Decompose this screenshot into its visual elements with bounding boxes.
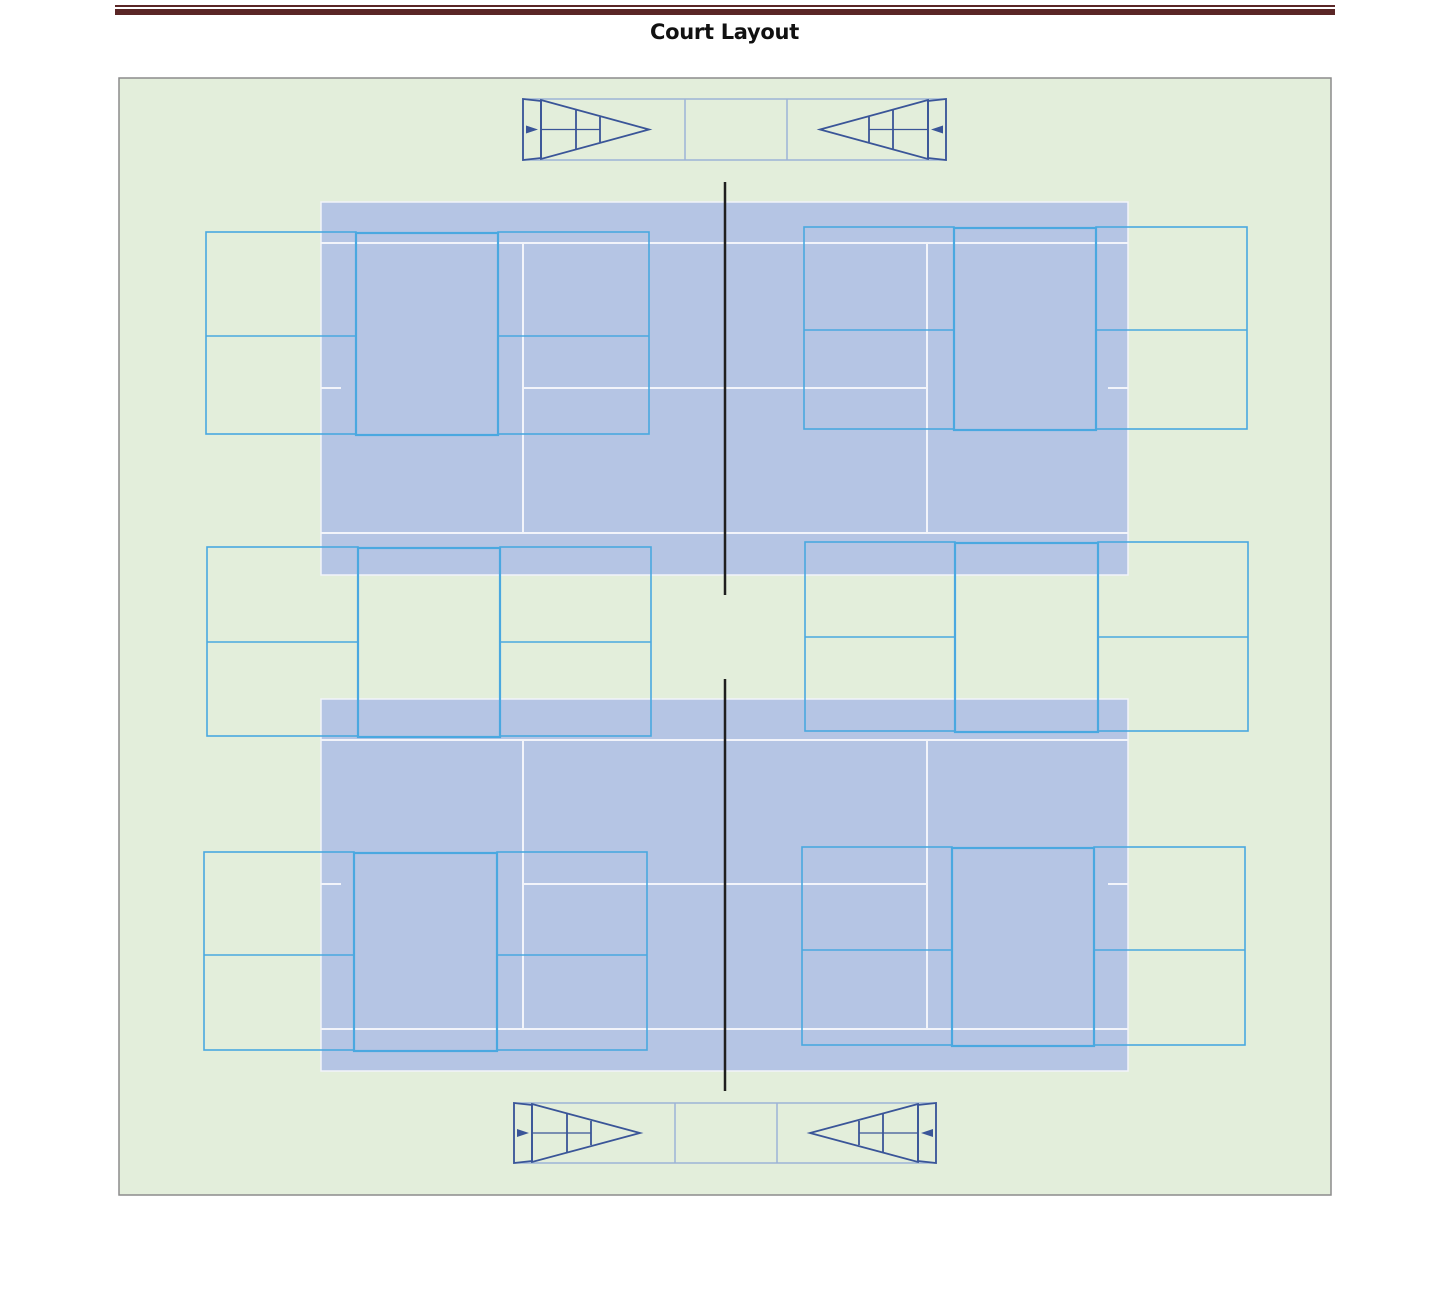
table-6: [801, 846, 1246, 1048]
table-side-right: [1093, 846, 1246, 1046]
arrow-left-icon: [931, 125, 943, 134]
header-rule-thick: [115, 9, 1335, 15]
shuffleboard-top: [522, 97, 947, 162]
table-5: [203, 851, 648, 1053]
table-2: [803, 226, 1248, 432]
table-3: [206, 546, 652, 739]
table-side-right: [1095, 226, 1248, 430]
table-side-right: [497, 231, 650, 435]
arrow-right-icon: [526, 125, 538, 134]
page-title: Court Layout: [650, 20, 799, 44]
shuffleboards-layer: [513, 97, 947, 1165]
table-4: [804, 541, 1249, 734]
arrow-left-icon: [921, 1129, 933, 1137]
shuffleboard-bottom: [513, 1101, 937, 1165]
table-1: [205, 231, 650, 437]
header-rule-thin: [115, 5, 1335, 7]
tables-layer: [203, 226, 1249, 1053]
table-side-right: [496, 851, 648, 1051]
arrow-right-icon: [517, 1129, 529, 1137]
